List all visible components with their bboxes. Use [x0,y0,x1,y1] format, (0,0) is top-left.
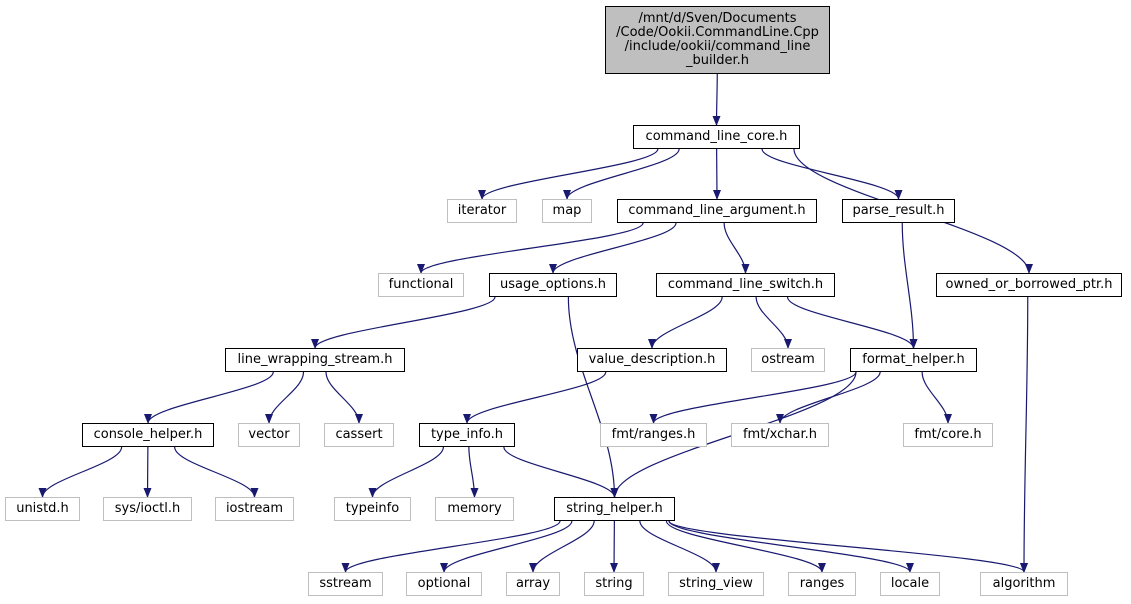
node-value-description[interactable]: value_description.h [577,348,727,372]
node-command-line-core[interactable]: command_line_core.h [633,125,800,149]
node-type-info[interactable]: type_info.h [419,423,515,447]
edge-usage_options-to-string_helper [567,296,619,498]
edge-command_line_switch-to-format_helper [786,296,918,349]
node-ranges: ranges [788,572,856,596]
edge-string_helper-to-locale [668,520,914,573]
node-console-helper[interactable]: console_helper.h [82,423,214,447]
edge-type_info-to-typeinfo [368,446,444,498]
node-fmt-core: fmt/core.h [903,423,993,447]
edge-string_helper-to-ranges [665,520,826,573]
edge-string_helper-to-string_view [639,520,720,573]
edge-command_line_core-to-map [563,148,680,200]
edge-console_helper-to-unistd [38,446,123,498]
node-sys-ioctl: sys/ioctl.h [103,497,192,521]
root-file-node[interactable]: /mnt/d/Sven/Documents /Code/Ookii.Comman… [605,6,830,74]
edge-command_line_core-to-parse_result [761,148,903,200]
edge-command_line_argument-to-usage_options [549,222,677,274]
edge-usage_options-to-line_wrapping_stream [311,296,496,349]
edge-command_line_switch-to-ostream [755,296,792,349]
edge-value_description-to-type_info [463,371,607,424]
node-string: string [584,572,644,596]
node-sstream: sstream [308,572,383,596]
edge-parse_result-to-format_helper [901,222,918,349]
node-locale: locale [880,572,940,596]
edge-command_line_argument-to-command_line_switch [723,222,750,274]
node-cassert: cassert [324,423,394,447]
node-string-helper[interactable]: string_helper.h [554,497,675,521]
edge-line_wrapping_stream-to-cassert [325,371,363,424]
edge-format_helper-to-fmt_ranges [649,371,857,424]
edge-string_helper-to-algorithm [668,520,1028,573]
edge-line_wrapping_stream-to-vector [265,371,305,424]
node-iterator: iterator [447,199,517,223]
node-parse-result[interactable]: parse_result.h [842,199,955,223]
edge-string_helper-to-optional [440,520,573,573]
node-string-view: string_view [668,572,764,596]
node-command-line-argument[interactable]: command_line_argument.h [617,199,817,223]
edge-command_line_argument-to-functional [417,222,644,274]
node-optional: optional [406,572,482,596]
node-fmt-xchar: fmt/xchar.h [731,423,829,447]
node-array: array [506,572,560,596]
root-path-line: /Code/Ookii.CommandLine.Cpp [616,25,819,40]
node-memory: memory [435,497,514,521]
edge-command_line_core-to-iterator [478,148,659,200]
edge-owned_or_borrowed_ptr-to-algorithm [1020,296,1029,573]
root-path-line: _builder.h [686,53,749,68]
node-vector: vector [238,423,300,447]
edge-type_info-to-memory [468,446,479,498]
node-algorithm: algorithm [980,572,1068,596]
node-fmt-ranges: fmt/ranges.h [600,423,707,447]
node-iostream: iostream [215,497,294,521]
root-path-line: /include/ookii/command_line [624,39,811,54]
edge-line_wrapping_stream-to-console_helper [144,371,274,424]
node-line-wrapping-stream[interactable]: line_wrapping_stream.h [225,348,405,372]
node-usage-options[interactable]: usage_options.h [489,273,617,297]
node-functional: functional [378,273,464,297]
edge-type_info-to-string_helper [503,446,619,498]
node-typeinfo: typeinfo [334,497,411,521]
node-format-helper[interactable]: format_helper.h [850,348,977,372]
node-owned-or-borrowed-ptr[interactable]: owned_or_borrowed_ptr.h [936,273,1122,297]
node-ostream: ostream [751,348,825,372]
edge-command_line_switch-to-value_description [648,296,723,349]
root-path-line: /mnt/d/Sven/Documents [638,11,797,26]
edge-format_helper-to-fmt_core [921,371,952,424]
node-unistd: unistd.h [5,497,80,521]
node-command-line-switch[interactable]: command_line_switch.h [656,273,835,297]
edge-string_helper-to-array [529,520,595,573]
edge-string_helper-to-sstream [341,520,561,573]
node-map: map [542,199,592,223]
edge-root-to-command_line_core [712,73,721,126]
edge-console_helper-to-iostream [174,446,259,498]
